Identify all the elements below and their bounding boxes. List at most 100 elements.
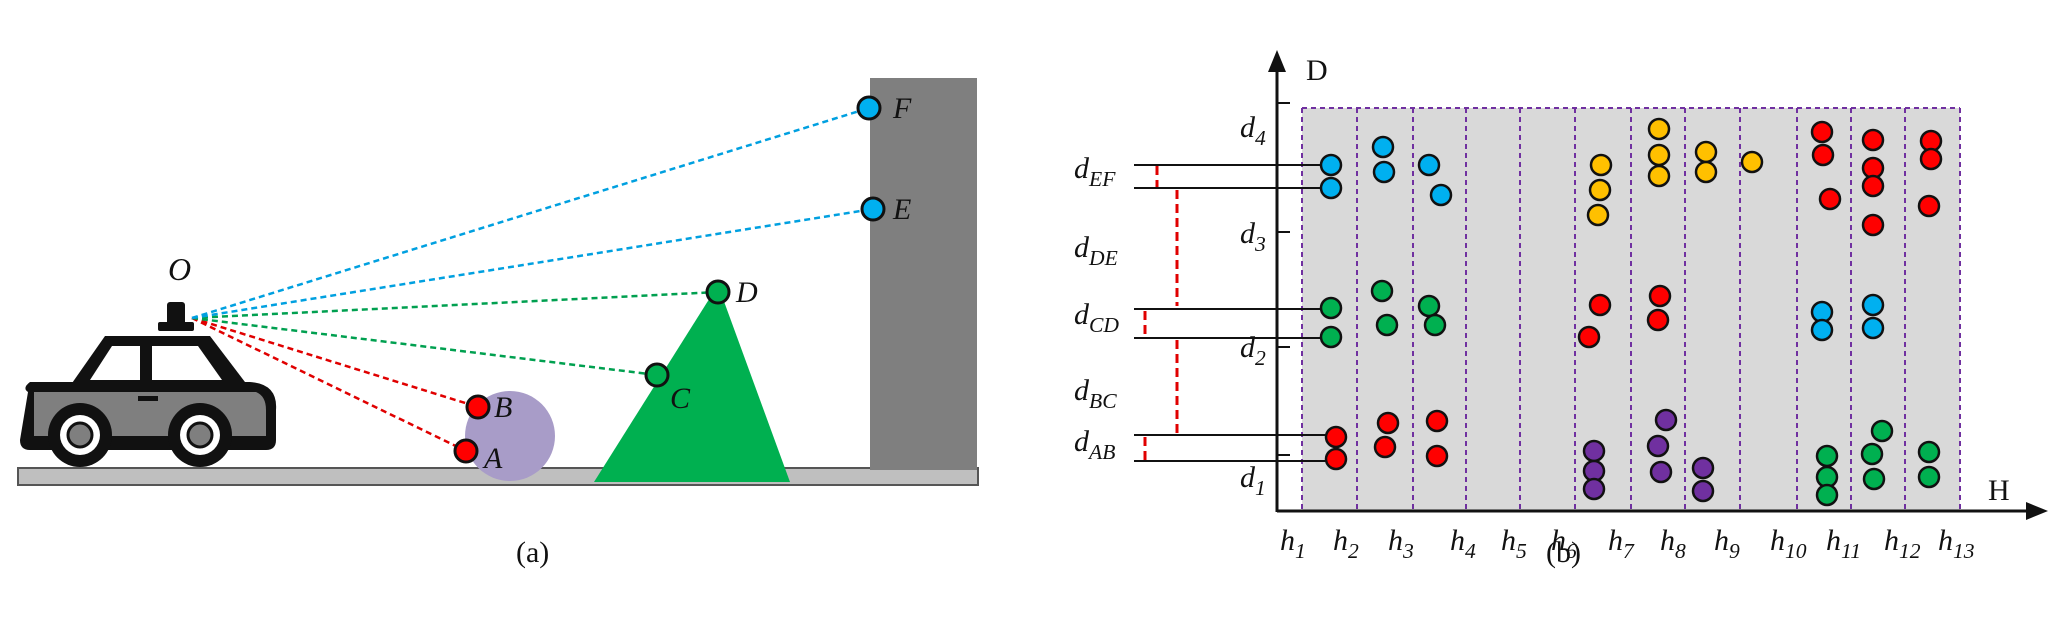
gap-label-bc: dBC [1074,374,1117,413]
point-c [644,362,670,388]
cluster-point-yellow [1740,150,1764,174]
h-label: h4 [1450,524,1476,563]
d2-label: d2 [1240,331,1266,370]
cluster-point-purple [1646,434,1670,458]
point-f-label: F [892,92,912,125]
gap-label-ef: dEF [1074,152,1116,191]
cluster-point-blue [1810,318,1834,342]
car-lidar-base [158,322,194,331]
distance-markers [1143,166,1179,460]
d3-label: d3 [1240,217,1266,256]
cluster-point-yellow [1694,140,1718,164]
cluster-point-green [1917,465,1941,489]
cluster-point-red [1861,213,1885,237]
cluster-point-red [1811,143,1835,167]
gap-label-ab: dAB [1074,425,1115,464]
h-label: h7 [1608,524,1635,563]
cluster-point-green [1862,467,1886,491]
cluster-point-red [1324,447,1348,471]
point-b-label: B [494,391,512,424]
car-rear-wheel-hub [186,421,214,449]
cluster-point-green [1860,442,1884,466]
h-label: h1 [1280,524,1306,563]
cluster-point-green [1423,313,1447,337]
cluster-point-green [1917,440,1941,464]
y-axis-arrow [1268,50,1286,72]
ray-to-e [191,207,874,320]
cluster-point-yellow [1586,203,1610,227]
cluster-point-red [1861,128,1885,152]
cluster-point-red [1818,187,1842,211]
cluster-point-blue [1417,153,1441,177]
car-window-right [152,346,222,380]
gap-label-de: dDE [1074,231,1118,270]
grid-lines [1301,107,1961,511]
cluster-point-yellow [1694,160,1718,184]
car-lidar-sensor [167,302,185,327]
point-a [453,438,479,464]
point-b [465,394,491,420]
h-label: h13 [1938,524,1975,563]
building [870,78,977,470]
cluster-point-yellow [1647,164,1671,188]
point-a-label: A [482,442,503,475]
cluster-point-green [1375,313,1399,337]
cluster-point-red [1324,425,1348,449]
h-label: h5 [1501,524,1527,563]
cluster-point-purple [1649,460,1673,484]
cluster-point-green [1319,325,1343,349]
h-label: h8 [1660,524,1686,563]
h-label: h2 [1333,524,1359,563]
gap-label-cd: dCD [1074,298,1119,337]
cluster-point-red [1577,325,1601,349]
cluster-point-purple [1654,408,1678,432]
cluster-point-blue [1861,293,1885,317]
cluster-point-yellow [1647,143,1671,167]
car-door-handle [138,396,158,401]
cluster-point-blue [1371,135,1395,159]
cluster-point-blue [1429,183,1453,207]
cluster-point-yellow [1588,178,1612,202]
panel-a: O A B C D E F (a) [17,78,979,569]
cluster-point-red [1588,293,1612,317]
green-triangle-obstacle [594,285,790,482]
cluster-point-blue [1861,316,1885,340]
cluster-point-purple [1582,439,1606,463]
cluster-point-red [1861,174,1885,198]
cluster-point-green [1870,419,1894,443]
cluster-point-red [1376,411,1400,435]
panel-a-caption: (a) [516,536,549,569]
d1-label: d1 [1240,461,1266,500]
point-d-label: D [735,276,758,309]
point-d [705,279,731,305]
cluster-point-purple [1691,456,1715,480]
cluster-point-red [1919,147,1943,171]
cluster-point-blue [1319,153,1343,177]
d4-label: d4 [1240,111,1266,150]
point-c-label: C [670,382,691,415]
point-f [856,95,882,121]
cluster-point-yellow [1647,117,1671,141]
axes [1268,50,2048,520]
y-axis-label: D [1306,54,1328,87]
h-label: h9 [1714,524,1740,563]
cluster-point-red [1648,284,1672,308]
sensor-rays [191,106,874,453]
ray-to-a [191,316,467,453]
ray-to-c [191,316,658,377]
h-label: h10 [1770,524,1807,563]
cluster-point-green [1815,444,1839,468]
cluster-point-purple [1582,477,1606,501]
h-label: h3 [1388,524,1414,563]
cluster-point-red [1425,409,1449,433]
measured-points [453,95,886,464]
panel-b: D H d4 d3 d2 d1 dEF dDE dCD dBC dAB h1 h2… [1074,50,2048,569]
car [20,302,277,467]
origin-label: O [168,251,191,287]
x-axis-label: H [1988,474,2010,507]
cluster-point-green [1815,483,1839,507]
point-e [860,196,886,222]
cluster-point-blue [1319,176,1343,200]
